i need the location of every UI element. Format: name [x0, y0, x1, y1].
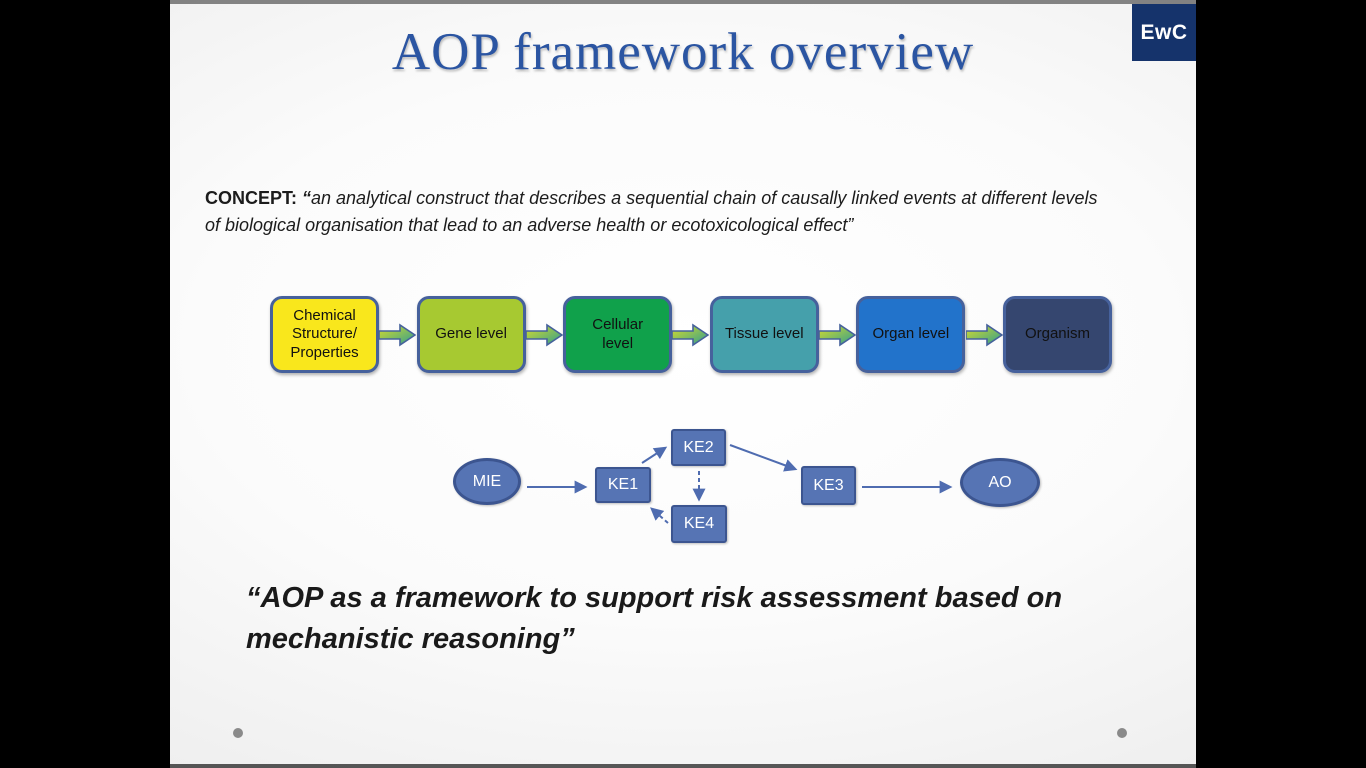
presentation-slide: EwC AOP framework overview CONCEPT: “an …	[170, 0, 1196, 768]
node-mie: MIE	[453, 458, 521, 505]
level-arrow-icon	[525, 323, 563, 346]
node-label: AO	[988, 473, 1012, 491]
slide-top-edge	[170, 0, 1196, 4]
level-arrow-icon	[379, 323, 417, 346]
level-box-organ: Organ level	[856, 296, 966, 373]
level-chain: Chemical Structure/ Properties Gene leve…	[270, 296, 1112, 373]
level-box-tissue: Tissue level	[709, 296, 819, 373]
arrow-ke2-ke3	[729, 444, 798, 472]
node-label: KE1	[607, 476, 639, 493]
letterbox-left	[0, 0, 170, 768]
level-arrow-icon	[965, 323, 1003, 346]
slide-decoration-dot-left	[233, 728, 243, 738]
level-box-organism: Organism	[1002, 296, 1112, 373]
concept-text: an analytical construct that describes a…	[205, 188, 1098, 236]
slide-bottom-edge	[170, 764, 1196, 768]
ewc-logo: EwC	[1132, 4, 1196, 61]
node-label: MIE	[472, 472, 502, 490]
level-label: Organism	[1024, 325, 1090, 343]
level-arrow-icon	[672, 323, 710, 346]
concept-paragraph: CONCEPT: “an analytical construct that d…	[205, 185, 1110, 240]
arrow-ke1-ke2	[641, 446, 668, 464]
ewc-logo-text: EwC	[1140, 20, 1188, 44]
slide-decoration-dot-right	[1117, 728, 1127, 738]
node-label: KE3	[813, 476, 844, 494]
node-ke3: KE3	[801, 466, 856, 505]
node-ke4: KE4	[671, 505, 727, 543]
node-ke2: KE2	[671, 429, 726, 466]
node-ke1: KE1	[595, 467, 651, 503]
level-box-gene: Gene level	[416, 296, 526, 373]
concept-open-quote: “	[302, 188, 312, 208]
letterbox-right	[1196, 0, 1366, 768]
level-label: Cellular level	[592, 316, 644, 352]
level-box-chemical: Chemical Structure/ Properties	[270, 296, 379, 373]
level-arrow-icon	[819, 323, 857, 346]
node-label: KE4	[683, 515, 715, 532]
level-label: Gene level	[435, 325, 507, 343]
node-label: KE2	[683, 438, 714, 456]
slide-title: AOP framework overview	[391, 23, 975, 81]
level-label: Organ level	[872, 325, 950, 343]
level-box-cellular: Cellular level	[563, 296, 673, 373]
level-label: Tissue level	[724, 325, 804, 343]
bottom-quote: “AOP as a framework to support risk asse…	[246, 582, 1063, 656]
node-ao: AO	[960, 458, 1040, 507]
arrow-ke4-ke1-dashed	[650, 507, 669, 524]
concept-label: CONCEPT:	[205, 188, 303, 208]
level-label: Chemical Structure/ Properties	[290, 307, 359, 361]
